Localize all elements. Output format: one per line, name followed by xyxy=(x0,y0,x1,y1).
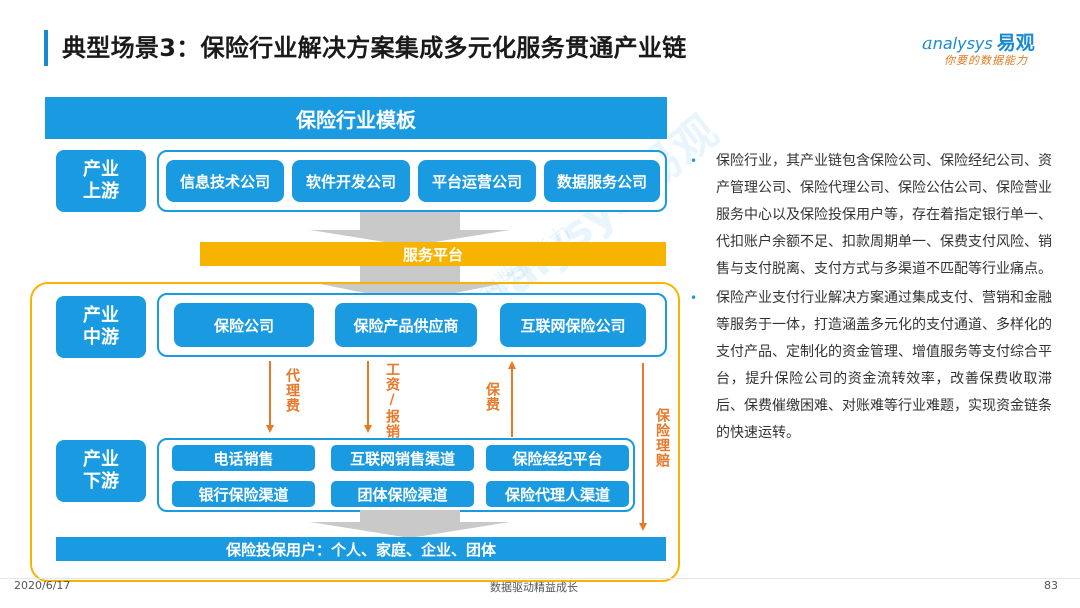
upstream-item: 数据服务公司 xyxy=(544,160,660,202)
flow-label-premium: 保费 xyxy=(484,382,500,412)
downstream-item: 银行保险渠道 xyxy=(172,481,315,507)
flow-arrow-graphics xyxy=(310,212,510,302)
stage-label-midstream: 产业 中游 xyxy=(56,296,146,358)
flow-label-claims: 保险理赔 xyxy=(654,408,670,468)
footer-slogan: 数据驱动精益成长 xyxy=(490,581,578,594)
template-header: 保险行业模板 xyxy=(45,97,667,139)
downstream-item: 电话销售 xyxy=(172,445,315,471)
description-list: • 保险行业，其产业链包含保险公司、保险经纪公司、资产管理公司、保险代理公司、保… xyxy=(690,148,1052,449)
bullet-text: 保险产业支付行业解决方案通过集成支付、营销和金融等服务于一体，打造涵盖多元化的支… xyxy=(716,290,1052,441)
users-arrow-graphic xyxy=(310,510,510,538)
down-arrow-icon xyxy=(310,510,510,538)
industry-chain-frame xyxy=(30,282,680,582)
stage-label-line: 产业 xyxy=(83,305,119,326)
logo-tagline: 你要的数据能力 xyxy=(944,54,1028,67)
stage-label-line: 下游 xyxy=(83,471,119,492)
downstream-item: 团体保险渠道 xyxy=(331,481,474,507)
page-number: 83 xyxy=(1044,579,1058,592)
logo-chinese: 易观 xyxy=(996,32,1035,54)
bullet-dot-icon: • xyxy=(690,154,698,168)
downstream-item: 互联网销售渠道 xyxy=(331,445,474,471)
orange-flow-arrows xyxy=(266,361,647,531)
stage-label-line: 上游 xyxy=(83,181,119,202)
title-accent-bar xyxy=(44,30,48,66)
stage-label-line: 产业 xyxy=(83,159,119,180)
upstream-item: 信息技术公司 xyxy=(166,160,284,202)
stage-label-upstream: 产业 上游 xyxy=(56,150,146,212)
bullet-item: • 保险产业支付行业解决方案通过集成支付、营销和金融等服务于一体，打造涵盖多元化… xyxy=(690,285,1052,447)
stage-label-line: 中游 xyxy=(83,327,119,348)
stage-label-downstream: 产业 下游 xyxy=(56,440,146,502)
down-arrow-icon xyxy=(310,212,510,246)
footer-divider xyxy=(0,578,1080,579)
bullet-dot-icon: • xyxy=(690,291,698,305)
stage-label-line: 产业 xyxy=(83,449,119,470)
flow-label-agency-fee: 代理费 xyxy=(284,368,300,413)
bullet-item: • 保险行业，其产业链包含保险公司、保险经纪公司、资产管理公司、保险代理公司、保… xyxy=(690,148,1052,283)
down-arrow-icon xyxy=(310,266,510,302)
midstream-item: 保险产品供应商 xyxy=(335,303,477,347)
page-title: 典型场景3：保险行业解决方案集成多元化服务贯通产业链 xyxy=(62,34,687,62)
bullet-text: 保险行业，其产业链包含保险公司、保险经纪公司、资产管理公司、保险代理公司、保险公… xyxy=(716,153,1052,277)
footer-date: 2020/6/17 xyxy=(14,579,71,592)
downstream-item: 保险经纪平台 xyxy=(486,445,629,471)
logo-letter: a xyxy=(922,33,933,54)
downstream-item: 保险代理人渠道 xyxy=(486,481,629,507)
logo-wordmark: nalysys xyxy=(932,34,993,53)
flow-label-salary: 工资/报销 xyxy=(384,362,400,439)
insured-users-bar: 保险投保用户：个人、家庭、企业、团体 xyxy=(56,537,666,561)
upstream-item: 软件开发公司 xyxy=(292,160,410,202)
midstream-item: 保险公司 xyxy=(174,303,314,347)
service-platform-bar: 服务平台 xyxy=(200,242,666,266)
midstream-item: 互联网保险公司 xyxy=(500,303,646,347)
upstream-item: 平台运营公司 xyxy=(418,160,536,202)
